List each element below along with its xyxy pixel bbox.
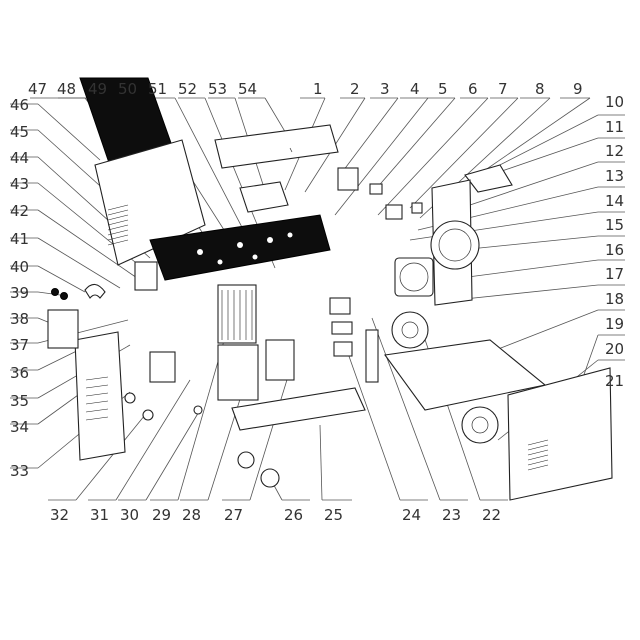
heatsink-lower bbox=[217, 344, 259, 401]
callout-7: 7 bbox=[498, 80, 508, 98]
chassis-holes bbox=[197, 232, 293, 265]
callout-29: 29 bbox=[152, 506, 171, 524]
top-bracket bbox=[464, 164, 513, 193]
rectifier-module-b bbox=[331, 321, 353, 335]
callout-32: 32 bbox=[50, 506, 69, 524]
callout-27: 27 bbox=[224, 506, 243, 524]
callout-3: 3 bbox=[380, 80, 390, 98]
relay-module bbox=[369, 183, 383, 195]
callout-37: 37 bbox=[10, 336, 29, 354]
aux-transformer bbox=[149, 351, 176, 383]
callout-54: 54 bbox=[238, 80, 257, 98]
callout-48: 48 bbox=[57, 80, 76, 98]
callout-50: 50 bbox=[118, 80, 137, 98]
callout-41: 41 bbox=[10, 230, 29, 248]
callout-36: 36 bbox=[10, 364, 29, 382]
callout-13: 13 bbox=[605, 167, 624, 185]
callout-44: 44 bbox=[10, 149, 29, 167]
rear-wheel-bottom bbox=[461, 406, 499, 444]
control-board bbox=[265, 339, 295, 381]
cooling-fan bbox=[394, 257, 434, 297]
callout-22: 22 bbox=[482, 506, 501, 524]
callout-38: 38 bbox=[10, 310, 29, 328]
callout-20: 20 bbox=[605, 340, 624, 358]
left-cover-vents bbox=[107, 204, 129, 246]
callout-30: 30 bbox=[120, 506, 139, 524]
callout-28: 28 bbox=[182, 506, 201, 524]
fan-guard bbox=[430, 220, 480, 270]
perforated-board bbox=[239, 181, 289, 213]
front-control-pcb bbox=[47, 309, 79, 349]
parts-drawing bbox=[47, 77, 613, 501]
callout-19: 19 bbox=[605, 315, 624, 333]
vertical-bar bbox=[365, 329, 379, 383]
rectifier-module-c bbox=[333, 341, 353, 357]
callout-35: 35 bbox=[10, 392, 29, 410]
callout-33: 33 bbox=[10, 462, 29, 480]
callout-42: 42 bbox=[10, 202, 29, 220]
callout-34: 34 bbox=[10, 418, 29, 436]
right-cover-vents bbox=[527, 439, 549, 471]
caster-right bbox=[260, 468, 280, 488]
fuse-holder bbox=[193, 405, 203, 415]
callout-6: 6 bbox=[468, 80, 478, 98]
small-connector bbox=[411, 202, 423, 214]
callout-45: 45 bbox=[10, 123, 29, 141]
callout-43: 43 bbox=[10, 175, 29, 193]
callout-2: 2 bbox=[350, 80, 360, 98]
base-frame bbox=[231, 387, 366, 431]
top-cover bbox=[214, 124, 339, 169]
callout-52: 52 bbox=[178, 80, 197, 98]
front-panel bbox=[74, 331, 126, 461]
callout-26: 26 bbox=[284, 506, 303, 524]
heatsink-upper bbox=[217, 284, 257, 344]
left-side-cover bbox=[94, 139, 206, 266]
callout-14: 14 bbox=[605, 192, 624, 210]
callout-47: 47 bbox=[28, 80, 47, 98]
callout-46: 46 bbox=[10, 96, 29, 114]
callout-40: 40 bbox=[10, 258, 29, 276]
callout-1: 1 bbox=[313, 80, 323, 98]
callout-8: 8 bbox=[535, 80, 545, 98]
caster-left bbox=[237, 451, 255, 469]
callout-labels: 47 48 49 50 51 52 53 54 1 2 3 4 5 6 7 8 … bbox=[10, 80, 624, 524]
callout-12: 12 bbox=[605, 142, 624, 160]
callout-49: 49 bbox=[88, 80, 107, 98]
callout-25: 25 bbox=[324, 506, 343, 524]
callout-24: 24 bbox=[402, 506, 421, 524]
callout-21: 21 bbox=[605, 372, 624, 390]
callout-9: 9 bbox=[573, 80, 583, 98]
callout-31: 31 bbox=[90, 506, 109, 524]
right-side-cover bbox=[507, 367, 613, 501]
callout-11: 11 bbox=[605, 118, 624, 136]
callout-4: 4 bbox=[410, 80, 420, 98]
callout-18: 18 bbox=[605, 290, 624, 308]
callout-16: 16 bbox=[605, 241, 624, 259]
handle bbox=[84, 283, 106, 299]
rectifier-module-a bbox=[329, 297, 351, 315]
callout-10: 10 bbox=[605, 93, 624, 111]
switch-block bbox=[385, 204, 403, 220]
callout-15: 15 bbox=[605, 216, 624, 234]
callout-17: 17 bbox=[605, 265, 624, 283]
output-terminal bbox=[124, 392, 136, 404]
knob bbox=[51, 288, 59, 296]
callout-5: 5 bbox=[438, 80, 448, 98]
callout-53: 53 bbox=[208, 80, 227, 98]
rear-wheel-top bbox=[391, 311, 429, 349]
callout-51: 51 bbox=[148, 80, 167, 98]
callout-23: 23 bbox=[442, 506, 461, 524]
inductor-coil bbox=[134, 261, 158, 291]
transformer bbox=[337, 167, 359, 191]
callout-39: 39 bbox=[10, 284, 29, 302]
